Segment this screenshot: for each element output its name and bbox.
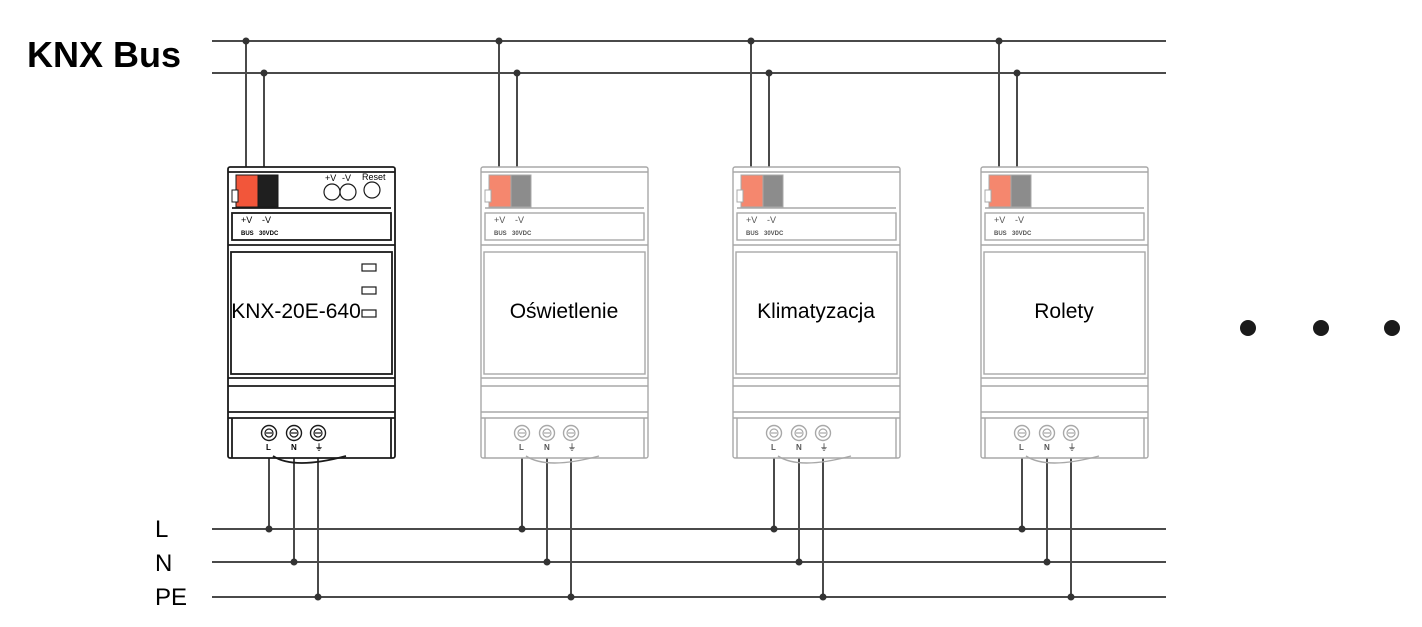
bus-junction xyxy=(995,37,1003,45)
bus-label-minus: -V xyxy=(767,215,776,225)
rail-junction xyxy=(518,525,526,533)
terminal-screw-inner xyxy=(289,428,299,438)
bus-label-minus: -V xyxy=(1015,215,1024,225)
terminal-label: L xyxy=(1019,443,1024,452)
rail-junction xyxy=(1043,558,1051,566)
module-name: Oświetlenie xyxy=(510,300,619,323)
rail-junction xyxy=(1018,525,1026,533)
terminal-label: ⏚ xyxy=(568,443,576,452)
knx-bus-lines xyxy=(212,40,1166,74)
terminal-label: N xyxy=(291,443,297,452)
status-led xyxy=(361,263,377,272)
voltage-adjust-knob xyxy=(323,183,341,201)
bus-label-bus: BUS xyxy=(494,231,507,237)
module-name: Klimatyzacja xyxy=(757,300,875,323)
terminal-label: N xyxy=(1044,443,1050,452)
voltage-adjust-knob xyxy=(339,183,357,201)
terminal-screw-inner xyxy=(542,428,552,438)
bus-connector xyxy=(984,174,1032,208)
psu-label-plus: +V xyxy=(325,173,336,183)
ellipsis-dot xyxy=(1240,320,1256,336)
bus-connector xyxy=(231,174,279,208)
rail-junction xyxy=(819,593,827,601)
rail-label-l: L xyxy=(155,516,168,543)
rail-junction xyxy=(543,558,551,566)
rail-junction xyxy=(1067,593,1075,601)
bus-label-vdc: 30VDC xyxy=(1012,231,1032,237)
module-name: KNX-20E-640 xyxy=(231,300,361,323)
terminal-screw-inner xyxy=(1066,428,1076,438)
bus-junction xyxy=(260,69,268,77)
terminal-screw-inner xyxy=(1017,428,1027,438)
reset-button xyxy=(363,181,381,199)
ellipsis-dot xyxy=(1384,320,1400,336)
rail-junction xyxy=(567,593,575,601)
psu-label-reset: Reset xyxy=(362,172,386,182)
bus-junction xyxy=(765,69,773,77)
power-rails xyxy=(212,528,1166,598)
terminal-screw-inner xyxy=(818,428,828,438)
bus-label-bus: BUS xyxy=(994,231,1007,237)
rail-junction xyxy=(265,525,273,533)
bus-label-vdc: 30VDC xyxy=(764,231,784,237)
bus-junction xyxy=(495,37,503,45)
ellipsis-dot xyxy=(1313,320,1329,336)
bus-junction xyxy=(747,37,755,45)
terminal-label: N xyxy=(544,443,550,452)
psu-label-minus: -V xyxy=(342,173,351,183)
rail-junction xyxy=(770,525,778,533)
bus-label-minus: -V xyxy=(515,215,524,225)
module-housing xyxy=(732,166,901,464)
diagram-title: KNX Bus xyxy=(27,34,181,75)
terminal-screw-inner xyxy=(769,428,779,438)
bus-label-plus: +V xyxy=(494,215,505,225)
bus-label-plus: +V xyxy=(994,215,1005,225)
bus-label-bus: BUS xyxy=(241,231,254,237)
more-modules-indicator xyxy=(1240,320,1400,336)
bus-label-plus: +V xyxy=(241,215,252,225)
terminal-label: L xyxy=(266,443,271,452)
bus-junction xyxy=(513,69,521,77)
bus-label-bus: BUS xyxy=(746,231,759,237)
rail-junction xyxy=(314,593,322,601)
terminal-label: ⏚ xyxy=(820,443,828,452)
bus-connector xyxy=(484,174,532,208)
module-name: Rolety xyxy=(1034,300,1094,323)
terminal-label: ⏚ xyxy=(1068,443,1076,452)
status-led xyxy=(361,309,377,318)
terminal-screw-inner xyxy=(1042,428,1052,438)
bus-label-vdc: 30VDC xyxy=(259,231,279,237)
terminal-screw-inner xyxy=(264,428,274,438)
terminal-label: N xyxy=(796,443,802,452)
terminal-screw-inner xyxy=(313,428,323,438)
terminal-screw-inner xyxy=(517,428,527,438)
rail-label-n: N xyxy=(155,550,172,577)
rail-label-pe: PE xyxy=(155,584,187,611)
bus-junction xyxy=(1013,69,1021,77)
module-housing xyxy=(480,166,649,464)
terminal-label: L xyxy=(519,443,524,452)
bus-label-vdc: 30VDC xyxy=(512,231,532,237)
module-housing xyxy=(980,166,1149,464)
terminal-label: ⏚ xyxy=(315,443,323,452)
status-led xyxy=(361,286,377,295)
bus-label-minus: -V xyxy=(262,215,271,225)
rail-junction xyxy=(795,558,803,566)
bus-junction xyxy=(242,37,250,45)
terminal-screw-inner xyxy=(566,428,576,438)
terminal-label: L xyxy=(771,443,776,452)
module-housing xyxy=(227,166,396,464)
terminal-screw-inner xyxy=(794,428,804,438)
rail-junction xyxy=(290,558,298,566)
bus-connector xyxy=(736,174,784,208)
bus-label-plus: +V xyxy=(746,215,757,225)
